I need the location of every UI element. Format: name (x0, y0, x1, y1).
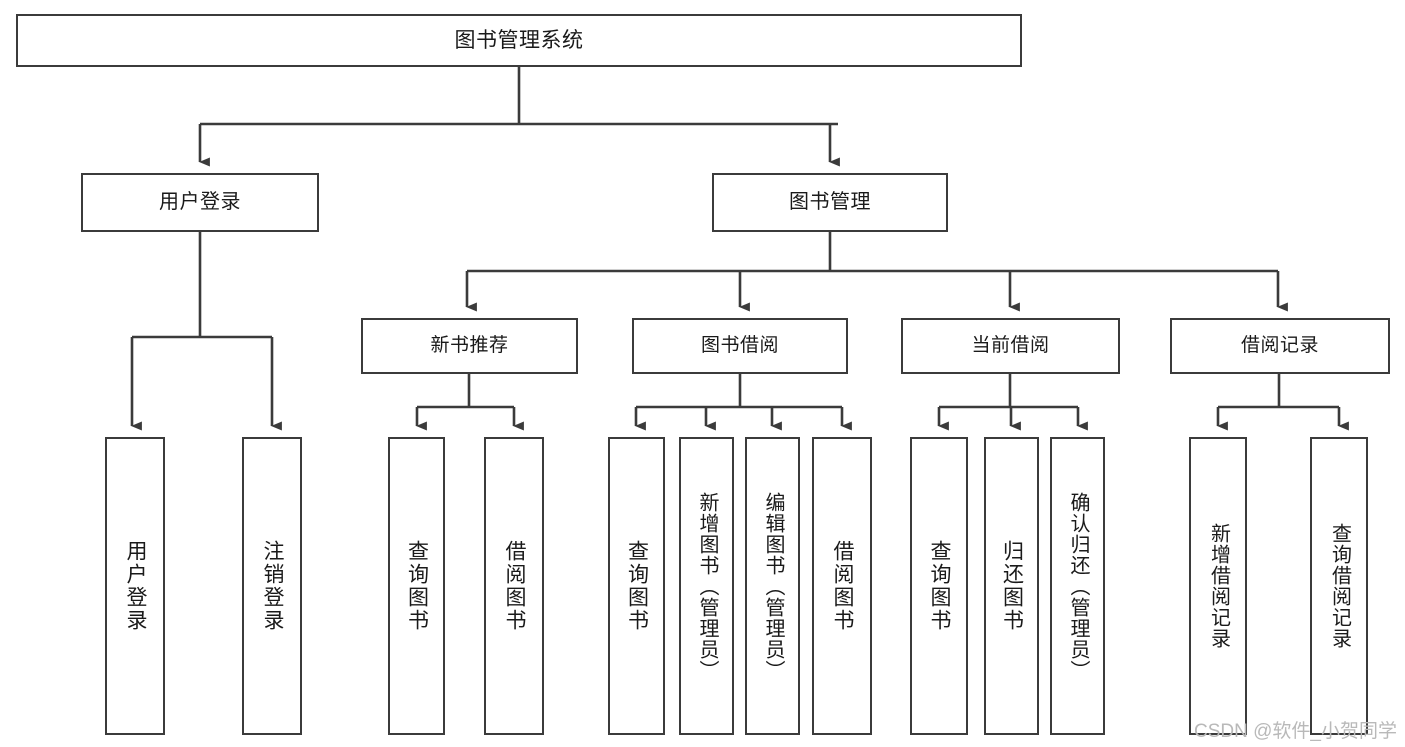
leaf-node-label: 查询图书 (625, 540, 649, 632)
node-book-borrow-label: 图书借阅 (700, 335, 779, 357)
leaf-node[interactable]: 查询借阅记录 (1310, 437, 1368, 735)
leaf-node-label: 查询图书 (928, 540, 952, 632)
node-new-book-recommend[interactable]: 新书推荐 (361, 318, 578, 374)
node-new-book-recommend-label: 新书推荐 (430, 335, 509, 357)
leaf-node-label: 查询借阅记录 (1328, 523, 1351, 649)
node-user-login-label: 用户登录 (159, 191, 241, 214)
leaf-node[interactable]: 查询图书 (910, 437, 968, 735)
leaf-node[interactable]: 查询图书 (388, 437, 445, 735)
leaf-node[interactable]: 查询图书 (608, 437, 665, 735)
leaf-node-label: 编辑图书（管理员） (762, 491, 784, 681)
node-root[interactable]: 图书管理系统 (16, 14, 1022, 67)
node-book-management-label: 图书管理 (789, 191, 871, 214)
leaf-node-label: 归还图书 (1000, 540, 1024, 632)
leaf-node-label: 借阅图书 (831, 540, 855, 632)
leaf-node[interactable]: 注销登录 (242, 437, 302, 735)
leaf-node-label: 用户登录 (124, 540, 148, 632)
leaf-node[interactable]: 用户登录 (105, 437, 165, 735)
leaf-node-label: 新增图书（管理员） (696, 491, 718, 681)
leaf-node-label: 借阅图书 (503, 540, 527, 632)
node-root-label: 图书管理系统 (454, 28, 584, 52)
leaf-node-label: 确认归还（管理员） (1067, 491, 1089, 681)
leaf-node-label: 注销登录 (261, 540, 285, 632)
leaf-node[interactable]: 确认归还（管理员） (1050, 437, 1105, 735)
leaf-node-label: 新增借阅记录 (1207, 523, 1230, 649)
node-current-borrow[interactable]: 当前借阅 (901, 318, 1120, 374)
node-book-borrow[interactable]: 图书借阅 (632, 318, 848, 374)
node-book-management[interactable]: 图书管理 (712, 173, 948, 232)
leaf-node[interactable]: 新增图书（管理员） (679, 437, 734, 735)
leaf-node[interactable]: 借阅图书 (484, 437, 544, 735)
node-current-borrow-label: 当前借阅 (971, 335, 1050, 357)
node-borrow-record-label: 借阅记录 (1240, 335, 1319, 357)
node-user-login[interactable]: 用户登录 (81, 173, 319, 232)
node-borrow-record[interactable]: 借阅记录 (1170, 318, 1390, 374)
leaf-node[interactable]: 借阅图书 (812, 437, 872, 735)
leaf-node[interactable]: 编辑图书（管理员） (745, 437, 800, 735)
leaf-node[interactable]: 归还图书 (984, 437, 1039, 735)
leaf-node-label: 查询图书 (405, 540, 429, 632)
leaf-node[interactable]: 新增借阅记录 (1189, 437, 1247, 735)
